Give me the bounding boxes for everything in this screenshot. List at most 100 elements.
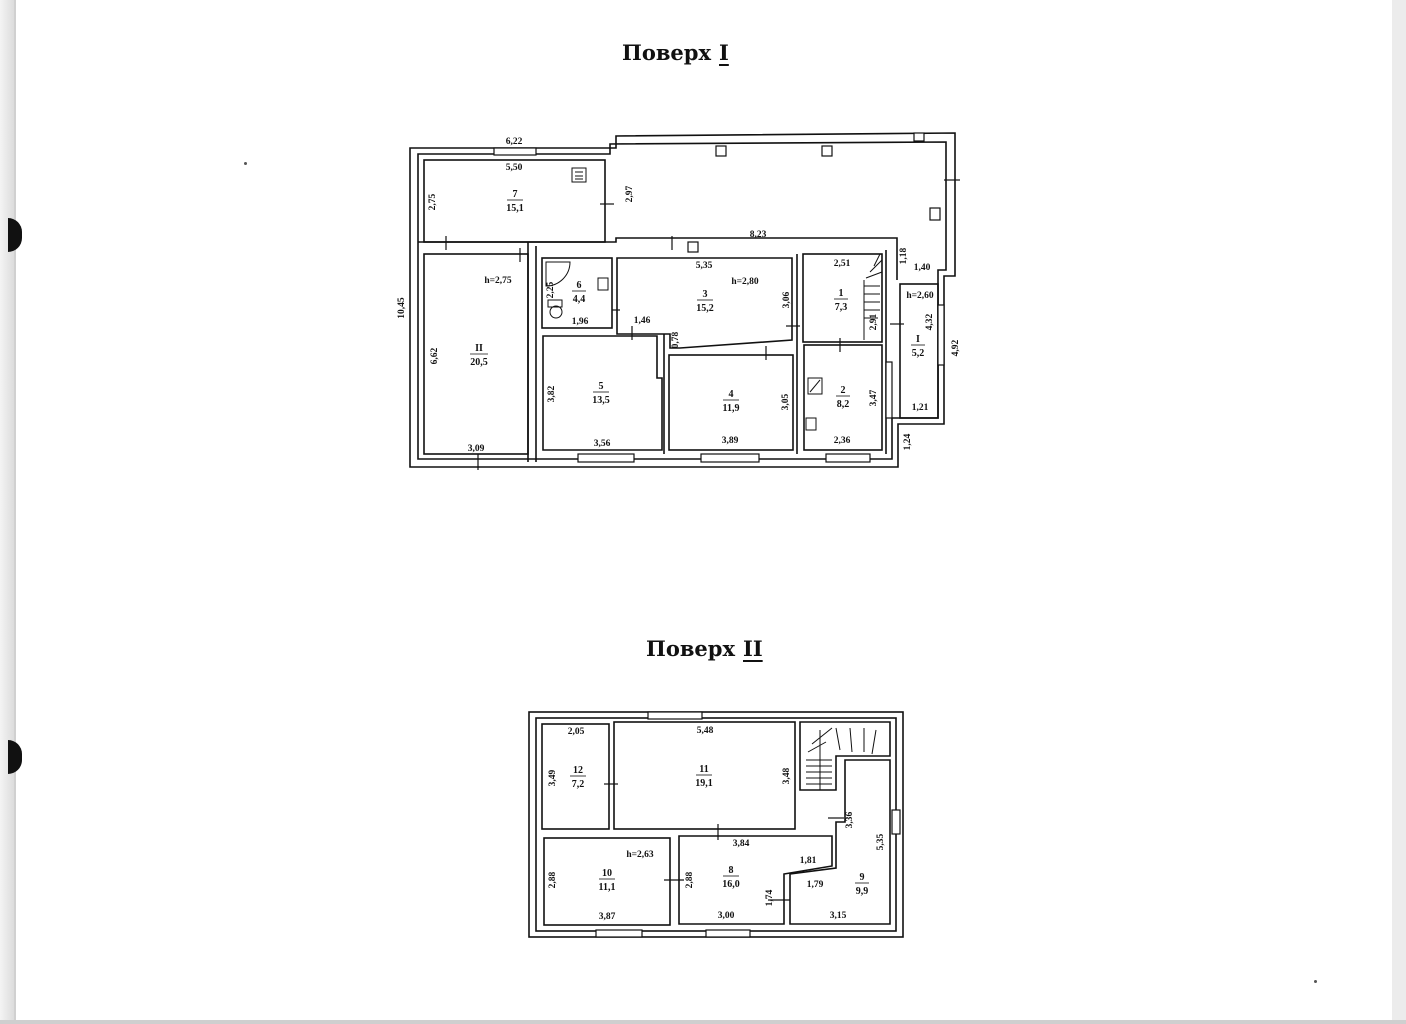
binder-hole-bottom [8,740,22,774]
dim-label: 1,18 [899,247,909,264]
dim-label: 1,96 [572,317,589,327]
dim-label: 3,87 [599,912,616,922]
room-number: 11 [699,764,708,775]
dim-label: 4,92 [951,339,961,356]
room-number: 10 [602,868,612,879]
dim-label: 2,88 [548,871,558,888]
dim-label: 1,24 [903,433,913,450]
room-number: II [475,343,483,354]
room-area: 5,2 [912,348,925,359]
room-number: 8 [729,865,734,876]
dim-label: 6,22 [506,137,523,147]
dim-label: 5,50 [506,163,523,173]
scan-right-edge [1392,0,1406,1024]
dim-label: 6,62 [430,347,440,364]
dim-label: 5,35 [696,261,713,271]
room-area: 11,9 [723,403,740,414]
floor-1-door-marks [445,179,960,470]
dim-label: 2,88 [685,871,695,888]
dim-label: 10,45 [397,297,407,319]
floor-2-title-prefix: Поверх [646,636,735,661]
floor-1-room-labels: 7 15,1 II 20,5 6 4,4 3 15,2 1 7,3 I 5,2 … [470,189,925,414]
room-area: 11,1 [599,882,616,893]
dim-label: 1,40 [914,263,931,273]
room-area: 9,9 [856,886,869,897]
dim-label: 2,25 [546,281,556,298]
floor-2-dimensions: 2,05 5,48 3,49 3,48 3,36 5,35 3,84 1,81 … [548,726,886,922]
dim-label: 1,74 [765,889,775,906]
dim-label: 4,32 [925,313,935,330]
dim-label: 1,46 [634,316,651,326]
room-number: 4 [729,389,734,400]
dim-label: 8,23 [750,230,767,240]
dim-label: 5,48 [697,726,714,736]
scan-speck [244,162,247,165]
dim-label: 3,56 [594,439,611,449]
dim-label: 2,05 [568,727,585,737]
height-label: h=2,80 [731,277,759,287]
floor-1-dimensions: 6,22 5,50 2,75 2,97 8,23 10,45 1,18 1,40… [397,137,961,454]
floor-2-title-number: II [743,636,763,661]
scan-speck [1314,980,1317,983]
dim-label: 3,48 [782,767,792,784]
room-number: I [916,334,920,345]
dim-label: 3,36 [845,811,855,828]
dim-label: 1,81 [800,856,817,866]
floor-1-stairs [863,253,883,340]
dim-label: 3,84 [733,839,750,849]
dim-label: 3,47 [869,389,879,406]
dim-label: 3,06 [782,291,792,308]
dim-label: 2,91 [869,313,879,330]
room-area: 7,3 [835,302,848,313]
height-label: h=2,63 [626,850,654,860]
floor-1-heights: h=2,75 h=2,80 h=2,60 [484,276,934,301]
floor-2-windows [595,711,901,938]
floor-2-title: Поверх II [646,636,771,661]
dim-label: 3,82 [547,385,557,402]
dim-label: 5,35 [876,833,886,850]
dim-label: 3,15 [830,911,847,921]
floor-1-walls [409,132,956,468]
dim-label: 2,51 [834,259,851,269]
room-number: 7 [513,189,518,200]
room-number: 5 [599,381,604,392]
dim-label: 2,75 [428,193,438,210]
floor-1-title-number: I [719,40,729,65]
binder-hole-top [8,218,22,252]
dim-label: 3,49 [548,769,558,786]
dim-label: 2,36 [834,436,851,446]
room-area: 19,1 [695,778,713,789]
floor-1-fixtures [545,167,823,431]
dim-label: 3,00 [718,911,735,921]
room-number: 2 [841,385,846,396]
dim-label: 1,21 [912,403,929,413]
dim-label: 3,05 [781,393,791,410]
room-number: 1 [839,288,844,299]
room-area: 15,2 [696,303,714,314]
room-area: 20,5 [470,357,488,368]
dim-label: 2,97 [625,185,635,202]
room-area: 4,4 [573,294,586,305]
room-number: 9 [860,872,865,883]
room-area: 16,0 [722,879,740,890]
dim-label: 0,78 [671,331,681,348]
room-number: 6 [577,280,582,291]
height-label: h=2,75 [484,276,512,286]
floor-1-windows [493,132,945,463]
room-number: 3 [703,289,708,300]
dim-label: 1,79 [807,880,824,890]
room-area: 8,2 [837,399,850,410]
room-number: 12 [573,765,583,776]
room-area: 15,1 [506,203,524,214]
room-area: 13,5 [592,395,610,406]
floor-2-heights: h=2,63 [626,850,654,860]
room-area: 7,2 [572,779,585,790]
document-page [14,0,1394,1020]
dim-label: 3,89 [722,436,739,446]
floor-2-stairs [806,727,877,790]
floor-1-title-prefix: Поверх [622,40,711,65]
dim-label: 3,09 [468,444,485,454]
floor-1-title: Поверх I [622,40,737,65]
